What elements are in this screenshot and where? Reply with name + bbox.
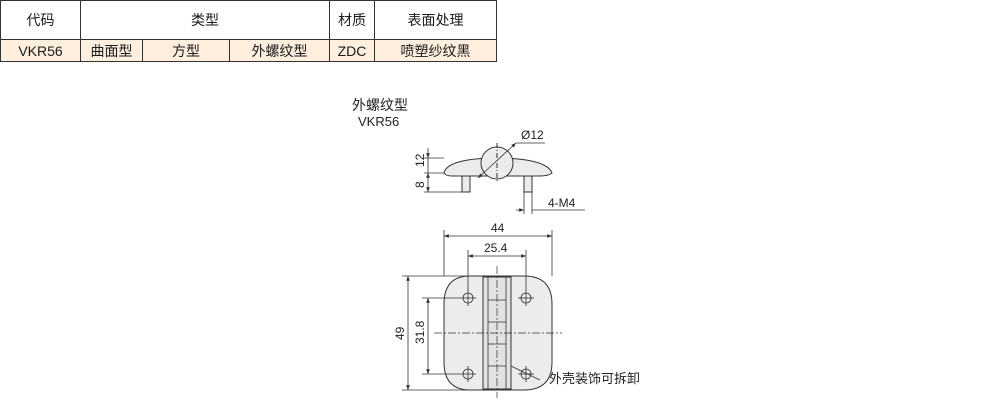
dim-height-stud: 8 <box>413 181 427 188</box>
side-view <box>443 143 553 193</box>
cell-type-threaded: 外螺纹型 <box>229 39 330 62</box>
dim-width-inner: 25.4 <box>484 241 508 255</box>
screw-hole-icon <box>460 366 476 382</box>
note-removable-cover: 外壳装饰可拆卸 <box>549 371 640 386</box>
side-dimensions <box>424 142 585 214</box>
side-stud-right <box>523 175 533 193</box>
cell-type-square: 方型 <box>142 39 230 62</box>
header-code: 代码 <box>0 0 81 40</box>
cell-surface: 喷塑纱纹黑 <box>374 39 497 62</box>
dim-diameter: Ø12 <box>521 128 544 142</box>
cell-type-curved: 曲面型 <box>80 39 143 62</box>
dim-width-total: 44 <box>491 221 505 235</box>
spec-table: 代码 类型 材质 表面处理 VKR56 曲面型 方型 外螺纹型 ZDC 喷塑纱纹… <box>0 0 497 62</box>
screw-hole-icon <box>518 366 534 382</box>
spec-table-row: VKR56 曲面型 方型 外螺纹型 ZDC 喷塑纱纹黑 <box>0 39 497 62</box>
header-surface: 表面处理 <box>374 0 497 40</box>
caption-type: 外螺纹型 <box>352 97 408 113</box>
cell-code: VKR56 <box>0 39 81 62</box>
front-view <box>434 266 562 398</box>
front-screw-holes <box>460 290 534 382</box>
dim-thread: 4-M4 <box>548 196 576 210</box>
dim-height-total: 49 <box>393 326 407 340</box>
screw-hole-icon <box>460 290 476 306</box>
caption-code: VKR56 <box>358 114 399 129</box>
dim-height-top: 12 <box>413 153 427 167</box>
dim-height-inner: 31.8 <box>413 320 427 344</box>
cell-material: ZDC <box>329 39 375 62</box>
spec-table-header-row: 代码 类型 材质 表面处理 <box>0 0 497 40</box>
side-stud-left <box>461 175 471 193</box>
front-dimensions <box>402 230 553 391</box>
screw-hole-icon <box>518 290 534 306</box>
